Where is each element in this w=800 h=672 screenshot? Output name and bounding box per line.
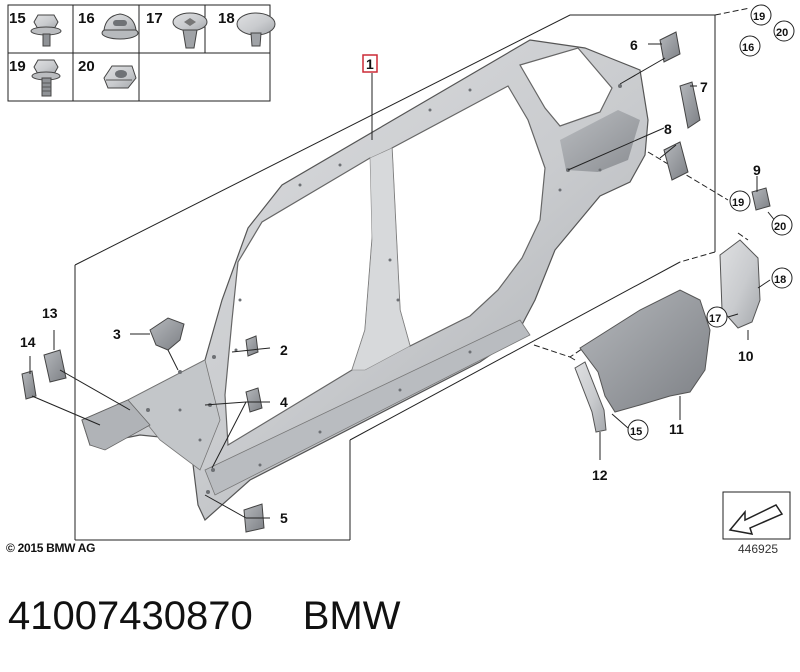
- callout-10: 10: [738, 348, 754, 364]
- svg-text:20: 20: [776, 27, 788, 39]
- wheel-arch-panels: [574, 239, 761, 433]
- callout-numbers: 2 3 4 5 6 7 8 9 10 11 12 13 14: [20, 37, 761, 526]
- legend-number: 18: [218, 10, 235, 27]
- callout-9: 9: [753, 162, 761, 178]
- callout-5: 5: [280, 510, 288, 526]
- legend-number: 19: [9, 58, 26, 75]
- orientation-arrow-icon: [722, 491, 791, 540]
- circled-callouts: 19 20 16 19 20 18 17 15: [627, 4, 795, 441]
- fastener-legend: 15 16 17 18 19 20: [7, 4, 276, 102]
- circled-callout-18: 18: [771, 267, 793, 289]
- main-part-label: 1: [362, 54, 378, 140]
- side-frame-panel: [81, 39, 649, 521]
- svg-text:18: 18: [774, 274, 786, 286]
- circled-callout-16: 16: [739, 35, 761, 57]
- legend-number: 16: [78, 10, 95, 27]
- callout-13: 13: [42, 305, 58, 321]
- circled-callout-20-mid: 20: [771, 214, 793, 236]
- svg-text:16: 16: [742, 42, 754, 54]
- circled-callout-20-top: 20: [773, 20, 795, 42]
- callout-11: 11: [669, 421, 684, 437]
- circled-callout-17: 17: [706, 306, 728, 328]
- copyright-text: © 2015 BMW AG: [6, 541, 96, 555]
- callout-7: 7: [700, 79, 708, 95]
- hex-bolt-icon: [31, 59, 61, 97]
- callout-8: 8: [664, 121, 672, 137]
- legend-number: 15: [9, 10, 26, 27]
- svg-text:15: 15: [630, 426, 642, 438]
- circled-callout-15: 15: [627, 419, 649, 441]
- leader-lines: [29, 43, 777, 519]
- svg-text:1: 1: [366, 56, 374, 72]
- callout-12: 12: [592, 467, 608, 483]
- callout-3: 3: [113, 326, 121, 342]
- part-number: 41007430870: [8, 594, 253, 638]
- cage-nut-icon: [103, 65, 137, 89]
- brand-name: BMW: [302, 594, 401, 638]
- circled-callout-19-mid: 19: [729, 190, 751, 212]
- legend-number: 20: [78, 58, 95, 75]
- svg-text:19: 19: [753, 11, 765, 23]
- callout-14: 14: [20, 334, 36, 350]
- svg-text:19: 19: [732, 197, 744, 209]
- assembly-frame: [74, 7, 751, 541]
- flanged-screw-icon: [30, 14, 62, 47]
- grommet-nut-icon: [101, 13, 139, 40]
- callout-4: 4: [280, 394, 288, 410]
- circled-callout-19-top: 19: [750, 4, 772, 26]
- expanding-clip-icon: [172, 12, 208, 49]
- legend-number: 17: [146, 10, 163, 27]
- push-rivet-icon: [236, 12, 276, 47]
- svg-text:20: 20: [774, 221, 786, 233]
- small-brackets: [21, 31, 771, 533]
- svg-text:17: 17: [709, 313, 721, 325]
- callout-2: 2: [280, 342, 288, 358]
- part-caption: 41007430870 BMW: [8, 586, 400, 646]
- callout-6: 6: [630, 37, 638, 53]
- diagram-id: 446925: [738, 542, 779, 556]
